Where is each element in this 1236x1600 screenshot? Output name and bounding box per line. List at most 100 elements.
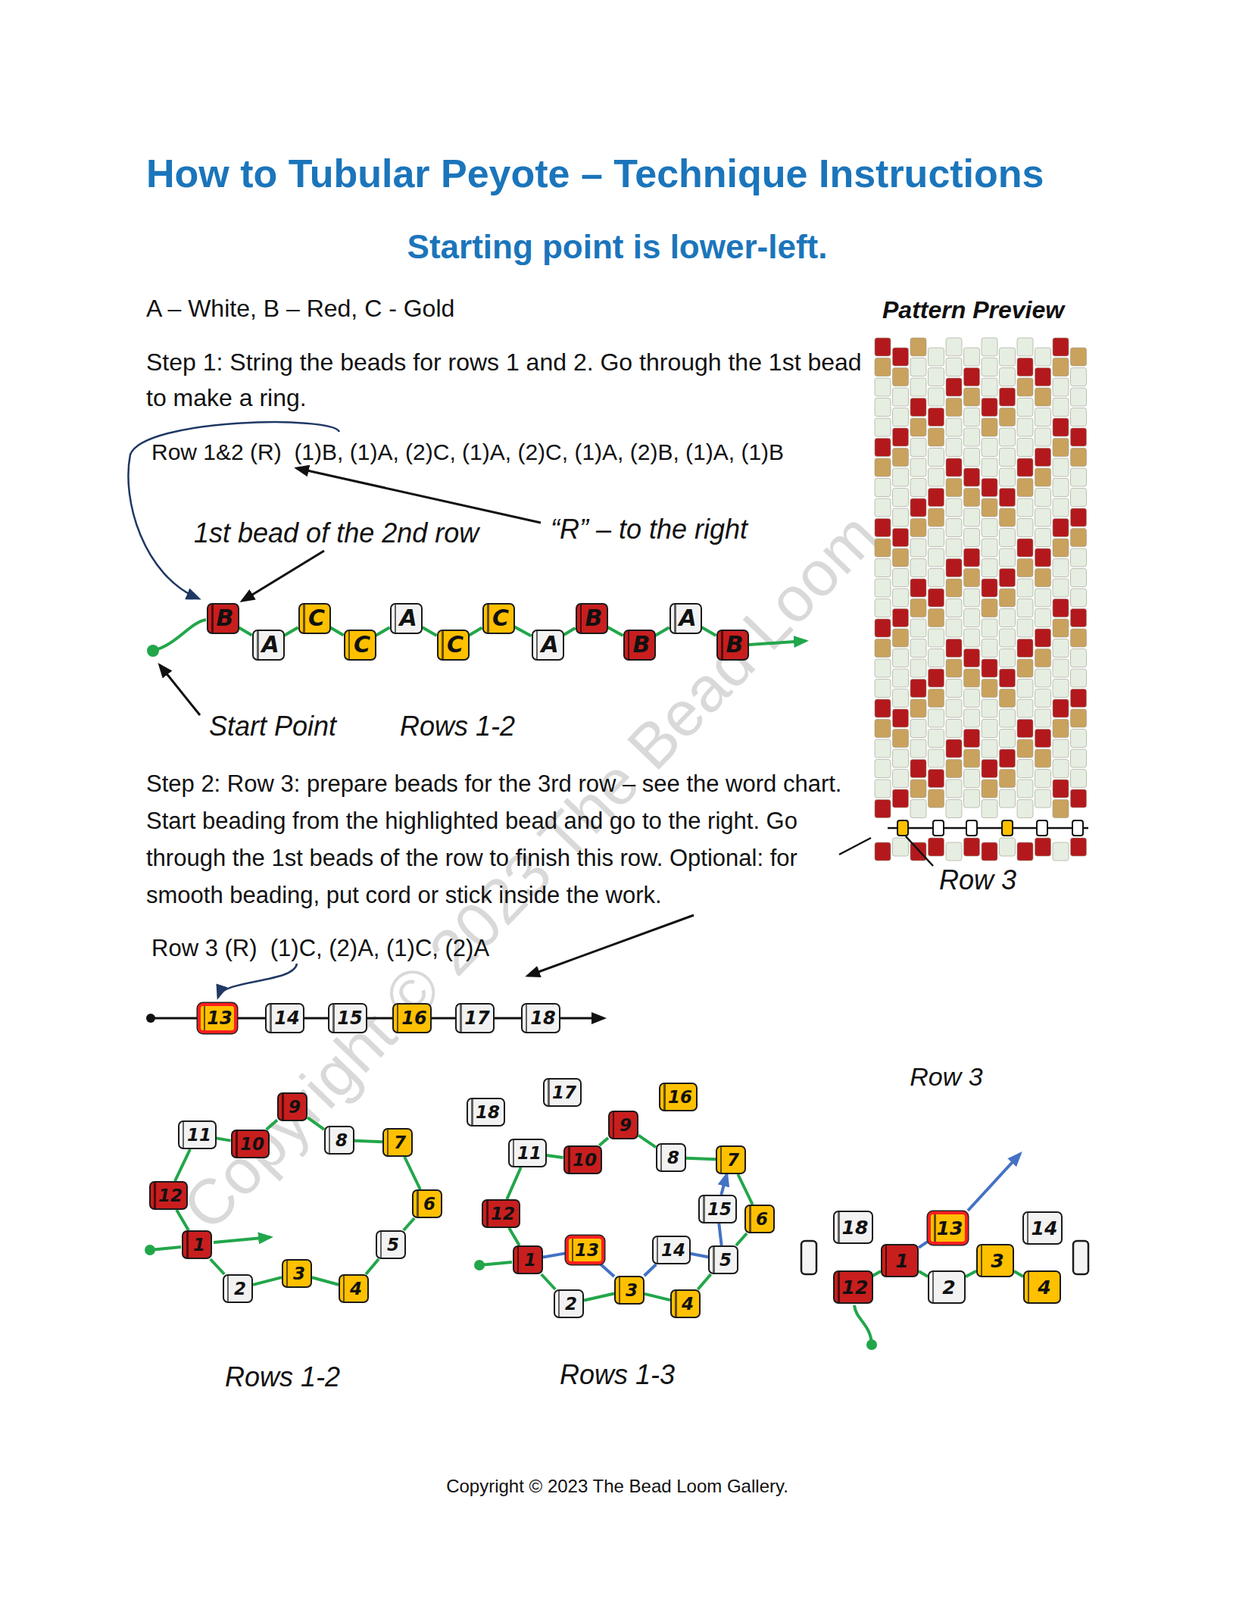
bead: 4 xyxy=(338,1273,369,1303)
curl-arrow xyxy=(218,963,297,997)
pattern-bead xyxy=(1017,779,1034,798)
pattern-bead xyxy=(928,548,945,567)
bead: A xyxy=(390,602,423,634)
pattern-bead xyxy=(964,427,981,447)
pattern-bead xyxy=(874,538,891,557)
bead-label: 2 xyxy=(564,1295,578,1313)
bead: 3 xyxy=(281,1258,313,1288)
pattern-bead xyxy=(1035,387,1052,406)
pattern-bead xyxy=(1035,548,1052,567)
pattern-bead xyxy=(945,377,962,397)
pattern-bead xyxy=(1017,518,1034,537)
bead-label: C xyxy=(492,606,509,630)
bead-label: 4 xyxy=(349,1279,363,1298)
thread xyxy=(494,1017,522,1020)
bead: 16 xyxy=(392,1002,432,1034)
pattern-bead xyxy=(1052,759,1069,778)
pattern-bead xyxy=(1070,789,1087,808)
pattern-bead xyxy=(945,538,962,557)
pattern-bead xyxy=(1070,749,1087,768)
thread xyxy=(210,1258,225,1274)
bead: 18 xyxy=(466,1097,506,1127)
bead: 18 xyxy=(833,1210,874,1244)
bead: 7 xyxy=(382,1127,413,1157)
step-text: Step 1: String the beads for rows 1 and … xyxy=(146,344,866,416)
thread xyxy=(365,1258,379,1274)
pattern-bead xyxy=(910,719,927,738)
bead: 14 xyxy=(1022,1211,1063,1245)
pattern-bead xyxy=(910,377,927,397)
pattern-bead xyxy=(1070,837,1087,856)
bead: 3 xyxy=(614,1275,645,1305)
pattern-bead xyxy=(910,558,927,578)
bead-label: 16 xyxy=(401,1008,427,1027)
pattern-bead xyxy=(999,387,1016,406)
pattern-bead xyxy=(1070,628,1087,647)
pattern-bead xyxy=(1052,538,1069,557)
pattern-bead xyxy=(910,478,927,497)
pattern-bead xyxy=(945,599,962,618)
pattern-bead xyxy=(999,488,1016,507)
pattern-bead xyxy=(874,478,891,497)
preview-heading: Pattern Preview xyxy=(882,296,1065,325)
pattern-bead xyxy=(999,628,1016,647)
pattern-bead xyxy=(981,679,998,698)
pattern-bead xyxy=(1052,719,1069,738)
pattern-bead xyxy=(945,658,962,678)
bead-label: 17 xyxy=(464,1008,490,1027)
pattern-bead xyxy=(999,689,1016,708)
bead-label: 2 xyxy=(234,1279,247,1298)
pattern-bead xyxy=(964,628,981,647)
pattern-bead xyxy=(892,608,909,628)
bead-label: B xyxy=(633,633,651,656)
pattern-bead xyxy=(1017,618,1034,637)
pattern-bead xyxy=(874,799,891,818)
pattern-bead xyxy=(1052,739,1069,758)
pattern-bead xyxy=(1035,608,1052,628)
pattern-bead xyxy=(928,347,945,366)
pattern-bead xyxy=(928,837,945,856)
word-chart: Row 3 (R) (1)C, (2)A, (1)C, (2)A xyxy=(151,934,490,962)
pattern-bead xyxy=(1052,398,1069,417)
bead: 12 xyxy=(833,1270,874,1304)
pattern-bead xyxy=(999,749,1016,768)
bead-label: 8 xyxy=(335,1131,348,1149)
pattern-bead xyxy=(964,368,981,387)
thread xyxy=(237,1017,266,1020)
pattern-bead xyxy=(892,347,909,366)
pattern-bead xyxy=(1035,408,1052,427)
pattern-bead xyxy=(892,649,909,668)
pattern-bead xyxy=(1035,789,1052,808)
pattern-bead xyxy=(999,588,1016,607)
thread xyxy=(644,1293,671,1300)
bead: C xyxy=(436,629,470,661)
pattern-bead xyxy=(981,719,998,738)
pattern-bead xyxy=(874,578,891,597)
pattern-bead xyxy=(1035,837,1052,856)
thread xyxy=(266,1120,278,1130)
pattern-bead xyxy=(1070,649,1087,668)
bead: C xyxy=(298,602,331,634)
pattern-bead xyxy=(1052,418,1069,437)
thread xyxy=(152,619,206,651)
pattern-bead xyxy=(1017,438,1034,457)
pattern-bead xyxy=(945,842,962,861)
pattern-bead xyxy=(1070,568,1087,587)
thread xyxy=(150,1017,200,1020)
pattern-bead xyxy=(892,769,909,788)
pattern-bead xyxy=(945,458,962,477)
pattern-bead xyxy=(928,608,945,628)
pattern-bead xyxy=(1052,498,1069,517)
bead-label: 2 xyxy=(942,1277,956,1297)
bead-label: 10 xyxy=(240,1135,265,1153)
pattern-preview xyxy=(874,337,1087,861)
pattern-bead xyxy=(945,759,962,778)
pattern-bead xyxy=(981,799,998,818)
bead-label: 18 xyxy=(530,1008,556,1027)
pattern-row-bead xyxy=(1001,820,1013,836)
pattern-bead xyxy=(874,639,891,658)
pattern-bead xyxy=(981,558,998,578)
bead: 8 xyxy=(324,1125,355,1155)
pattern-bead xyxy=(999,837,1016,856)
thread xyxy=(216,1137,231,1140)
